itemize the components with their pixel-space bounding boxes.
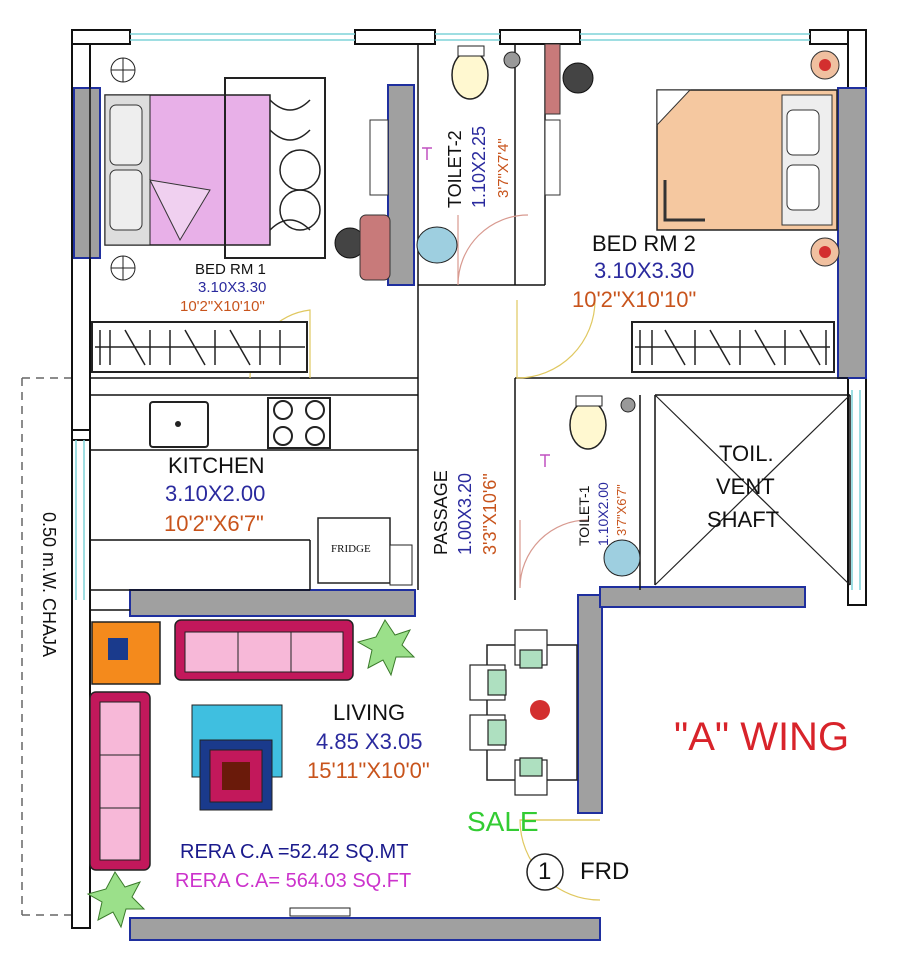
kitchen-name: KITCHEN xyxy=(168,453,265,478)
living-name: LIVING xyxy=(333,700,406,725)
toilet-icon xyxy=(569,400,607,450)
washbasin-icon xyxy=(416,226,458,264)
doors xyxy=(249,214,601,901)
bed1-furniture xyxy=(91,57,391,373)
toilet-icon xyxy=(451,50,489,100)
toilet1-size-ft: 3'7"X6'7" xyxy=(614,484,629,536)
bed1-size-m: 3.10X3.30 xyxy=(198,279,267,296)
kitchen-fixtures xyxy=(149,397,413,586)
chaja-outline xyxy=(21,377,80,916)
stove-icon xyxy=(267,397,331,449)
flower-vase-icon xyxy=(530,700,550,720)
shaft-line2: VENT xyxy=(716,474,775,499)
rera-sqft: RERA C.A= 564.03 SQ.FT xyxy=(175,870,412,892)
lamp-icon xyxy=(110,57,136,281)
bed2-furniture xyxy=(544,43,840,373)
sale-label: SALE xyxy=(467,806,539,837)
dining-chair-icon[interactable] xyxy=(469,629,548,796)
toilet2-size-m: 1.10X2.25 xyxy=(469,125,489,208)
flat-number: 1 xyxy=(538,858,552,885)
fridge-label: FRIDGE xyxy=(331,543,371,555)
chaja-label: 0.50 m.W. CHAJA xyxy=(39,512,59,658)
passage-size-m: 1.00X3.20 xyxy=(455,472,475,555)
door-bed2[interactable] xyxy=(516,299,596,379)
door-toilet2[interactable] xyxy=(457,214,529,286)
kitchen-size-m: 3.10X2.00 xyxy=(165,481,266,506)
bed1-size-ft: 10'2"X10'10" xyxy=(180,298,265,315)
living-size-m: 4.85 X3.05 xyxy=(316,729,423,754)
door-toilet1[interactable] xyxy=(519,519,589,589)
toilet1-fixtures xyxy=(540,395,641,577)
vent-shaft xyxy=(654,394,851,586)
rera-sqmt: RERA C.A =52.42 SQ.MT xyxy=(180,841,409,863)
plant-icon xyxy=(86,619,416,929)
toilet2-fixtures xyxy=(416,45,521,264)
living-furniture xyxy=(86,619,578,929)
fridge-icon xyxy=(317,517,391,584)
toilet1-size-m: 1.10X2.00 xyxy=(595,482,611,546)
shaft-line1: TOIL. xyxy=(719,441,774,466)
flat-number-circle xyxy=(526,853,564,891)
toilet2-size-ft: 3'7"X7'4" xyxy=(495,138,512,198)
flat-tag: FRD xyxy=(580,858,630,885)
passage-name: PASSAGE xyxy=(431,470,451,555)
toilet1-name: TOILET-1 xyxy=(576,485,592,546)
internal-walls xyxy=(73,84,867,941)
living-size-ft: 15'11"X10'0" xyxy=(307,758,430,783)
bed1-name: BED RM 1 xyxy=(195,261,266,278)
bed2-size-m: 3.10X3.30 xyxy=(594,258,695,283)
wing-label: "A" WING xyxy=(674,715,850,759)
shaft-line3: SHAFT xyxy=(707,507,780,532)
washbasin-icon xyxy=(603,539,641,577)
bed2-size-ft: 10'2"X10'10" xyxy=(572,287,697,312)
toilet2-name: TOILET-2 xyxy=(445,130,465,208)
lamp-icon xyxy=(810,50,840,267)
kitchen-size-ft: 10'2"X6'7" xyxy=(164,511,264,536)
passage-size-ft: 3'3"X10'6" xyxy=(480,473,500,555)
bed2-name: BED RM 2 xyxy=(592,231,696,256)
